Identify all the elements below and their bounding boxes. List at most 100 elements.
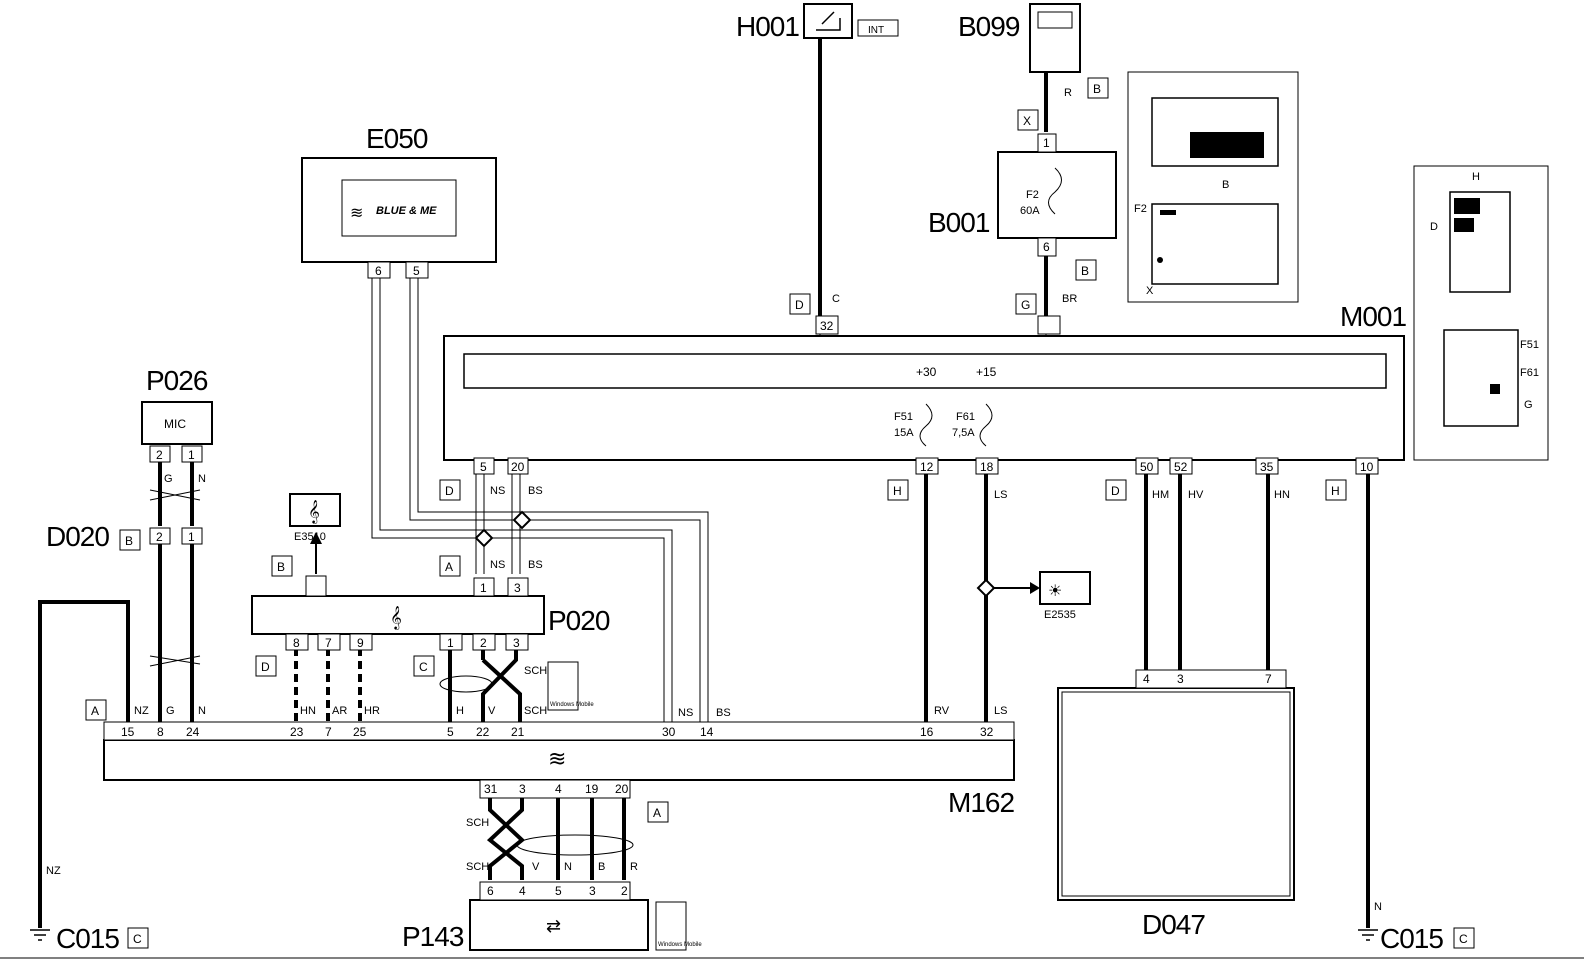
wire-ls-m162: LS — [994, 705, 1007, 717]
connector-a-p020: A — [445, 560, 453, 574]
pin-m162-32: 32 — [980, 725, 994, 739]
inset-x-point — [1157, 257, 1163, 263]
label-c015-right: C015 — [1380, 923, 1443, 954]
component-labels: H001 INT B099 E050 BLUE & ME B001 F2 60A… — [46, 11, 1444, 954]
p020-box — [251, 595, 545, 635]
label-windows-mobile-p020: Windows Mobile — [550, 702, 594, 708]
label-blue-me: BLUE & ME — [376, 205, 437, 217]
speaker-icon-p020: 𝄞 — [390, 605, 402, 630]
connector-b-d020: B — [125, 534, 133, 548]
switch-icon — [816, 11, 841, 31]
pin-m162-4: 4 — [555, 782, 562, 796]
wire-bs-m001: BS — [528, 485, 543, 497]
pin-p143-3: 3 — [589, 884, 596, 898]
connector-boxes — [85, 77, 1475, 949]
label-p026: P026 — [146, 365, 208, 396]
wire-hv: HV — [1188, 489, 1204, 501]
inset-label-b: B — [1222, 179, 1229, 191]
pin-p020-9: 9 — [357, 636, 364, 650]
connector-d-m001-50: D — [1111, 484, 1120, 498]
p143-box — [469, 899, 649, 951]
label-f51: F51 — [894, 411, 913, 423]
label-plus15: +15 — [976, 365, 997, 379]
ground-icon — [30, 929, 1378, 941]
label-f61: F61 — [956, 411, 975, 423]
fuse-f2-icon — [1048, 167, 1062, 215]
inset-labels: B F2 X H D F51 F61 G — [1134, 171, 1539, 411]
pin-m001-50: 50 — [1140, 460, 1154, 474]
wire-ns-p020: NS — [490, 559, 505, 571]
pin-b001-6: 6 — [1043, 240, 1050, 254]
pin-boxes — [103, 261, 1379, 901]
fuse-f51-icon — [919, 403, 933, 447]
pin-d047-4: 4 — [1143, 672, 1150, 686]
wire-nz-m162: NZ — [134, 705, 149, 717]
wire-n-p026: N — [198, 473, 206, 485]
label-m162: M162 — [948, 787, 1014, 818]
pin-p143-4: 4 — [519, 884, 526, 898]
wire-sch-p143-bottom: SCH — [466, 861, 489, 873]
pin-m001-10: 10 — [1360, 460, 1374, 474]
pin-p020-top-1: 1 — [480, 581, 487, 595]
wire-r: R — [1064, 87, 1072, 99]
inset-label-x: X — [1146, 285, 1154, 297]
inset-label-h: H — [1472, 171, 1480, 183]
pin-m162-24: 24 — [186, 725, 200, 739]
inset-f61-block — [1490, 384, 1500, 394]
pin-m162-21: 21 — [511, 725, 525, 739]
connector-b-b001: B — [1081, 264, 1089, 278]
speaker-icon: 𝄞 — [308, 499, 320, 524]
pin-m162-16: 16 — [920, 725, 934, 739]
label-h001: H001 — [736, 11, 799, 42]
windows-mobile-icon-p143 — [655, 901, 687, 951]
wire-br: BR — [1062, 293, 1077, 305]
pin-e050-6: 6 — [375, 264, 382, 278]
label-b099: B099 — [958, 11, 1020, 42]
pin-d047-7: 7 — [1265, 672, 1272, 686]
label-d047: D047 — [1142, 909, 1205, 940]
inset-label-f2: F2 — [1134, 203, 1147, 215]
m001-inner — [463, 353, 1387, 389]
wire-ls-m001: LS — [994, 489, 1007, 501]
label-mic: MIC — [164, 417, 186, 431]
fuse-f61-icon — [979, 403, 993, 447]
label-p020: P020 — [548, 605, 610, 636]
connector-a-p143: A — [653, 806, 661, 820]
label-f51-rating: 15A — [894, 427, 914, 439]
inset-d-block — [1454, 218, 1474, 232]
pin-m162-15: 15 — [121, 725, 135, 739]
d047-inner — [1061, 691, 1291, 897]
b001-pin-1 — [1037, 133, 1057, 153]
pin-p143-6: 6 — [487, 884, 494, 898]
pin-p020-8: 8 — [293, 636, 300, 650]
wire-r-p143: R — [630, 861, 638, 873]
pin-m162-14: 14 — [700, 725, 714, 739]
pin-m162-19: 19 — [585, 782, 599, 796]
d047-box — [1057, 687, 1295, 901]
connector-labels: B X B D G D A B D C A A H D H B C C — [91, 82, 1468, 946]
pin-m162-3: 3 — [519, 782, 526, 796]
pin-e050-5: 5 — [413, 264, 420, 278]
arrow-e2535 — [1030, 582, 1040, 594]
pin-m162-31: 31 — [484, 782, 498, 796]
connector-d-m001-5: D — [445, 484, 454, 498]
splices — [474, 510, 996, 598]
connector-h-m001-12: H — [893, 484, 902, 498]
wire-h-m162: H — [456, 705, 464, 717]
wire-sch-m162: SCH — [524, 705, 547, 717]
p020-b-stub — [305, 575, 327, 597]
pin-b001-1: 1 — [1043, 136, 1050, 150]
inset-f2-fuse — [1160, 210, 1176, 215]
blue-me-logo-box — [341, 179, 457, 237]
label-b001: B001 — [928, 207, 990, 238]
inset-bottom-unit — [1151, 203, 1279, 285]
inset-lower-unit — [1443, 329, 1519, 427]
pin-p020-1: 1 — [447, 636, 454, 650]
pin-m001-18: 18 — [980, 460, 994, 474]
pin-m162-23: 23 — [290, 725, 304, 739]
pin-labels: 6 5 1 6 32 5 20 12 18 50 52 35 10 2 1 2 … — [121, 136, 1374, 898]
pin-m162-25: 25 — [353, 725, 367, 739]
wire-rv-m162: RV — [934, 705, 950, 717]
connector-b-p020: B — [277, 560, 285, 574]
